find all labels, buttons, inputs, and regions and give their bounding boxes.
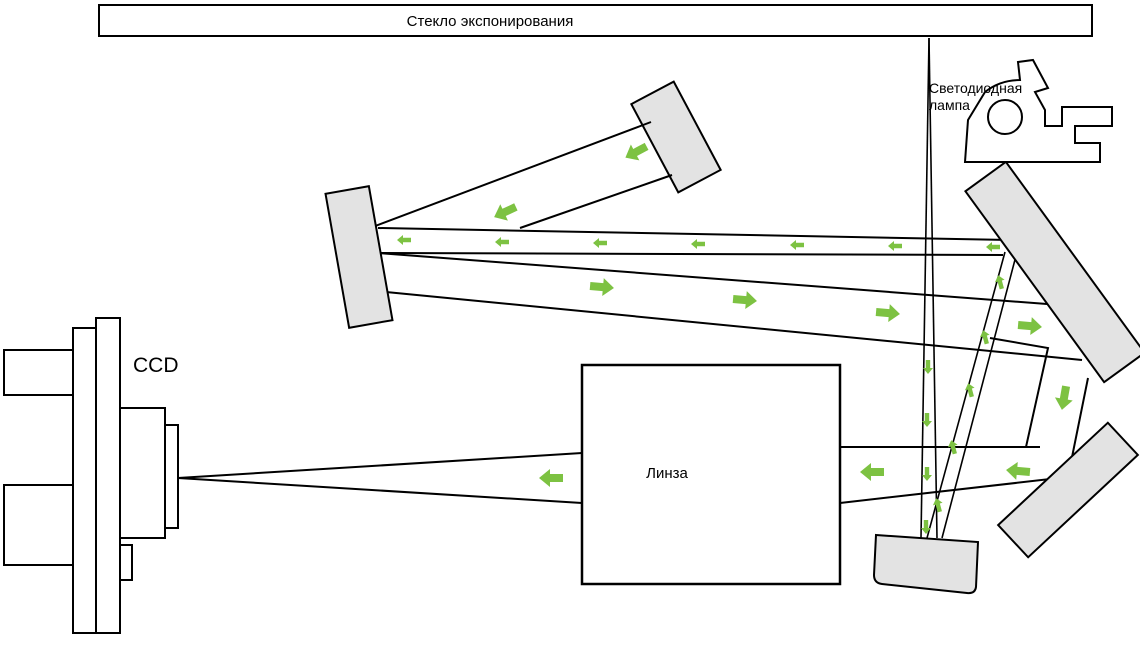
scan-beam: [920, 37, 938, 539]
mirror-lower-right: [996, 421, 1140, 559]
ccd-assembly: [3, 317, 179, 634]
arrow-left: [397, 235, 411, 245]
arrow-left: [593, 238, 607, 248]
beam-lens-ccd: [177, 452, 583, 504]
arrow-down-small: [922, 467, 932, 481]
mirror-left: [324, 185, 394, 329]
arrow-left: [986, 242, 1000, 252]
arrow-left: [539, 469, 563, 487]
arrow-down-left: [490, 198, 520, 226]
arrow-right: [875, 302, 901, 324]
ccd-label: CCD: [133, 354, 179, 377]
beam-top-to-left: [369, 121, 673, 229]
arrow-left: [790, 240, 804, 250]
mirror-top: [629, 80, 723, 194]
led-lamp-housing: [963, 58, 1113, 163]
arrow-right: [1017, 315, 1043, 337]
lens-label: Линза: [646, 465, 688, 482]
arrow-left: [888, 241, 902, 251]
arrow-down-left: [621, 138, 651, 166]
arrow-left: [1005, 460, 1031, 482]
arrow-down: [1053, 384, 1075, 412]
mirror-right-large: [964, 160, 1140, 384]
arrow-left: [691, 239, 705, 249]
arrow-left: [860, 463, 884, 481]
beam-m1-m2: [377, 227, 1011, 256]
diagonal-beam: [926, 251, 1018, 539]
arrow-left: [495, 237, 509, 247]
exposure-glass-label: Стекло экспонирования: [407, 13, 574, 30]
led-lamp-label-1: Светодиодная: [929, 80, 1022, 96]
beam-m2-m3: [377, 252, 1083, 361]
led-lamp-label-2: лампа: [929, 97, 970, 113]
exposure-glass: [98, 4, 1093, 37]
arrow-right: [732, 289, 758, 311]
mirror-bottom: [872, 533, 980, 595]
arrow-right: [589, 276, 615, 298]
lens-box: [580, 363, 842, 586]
